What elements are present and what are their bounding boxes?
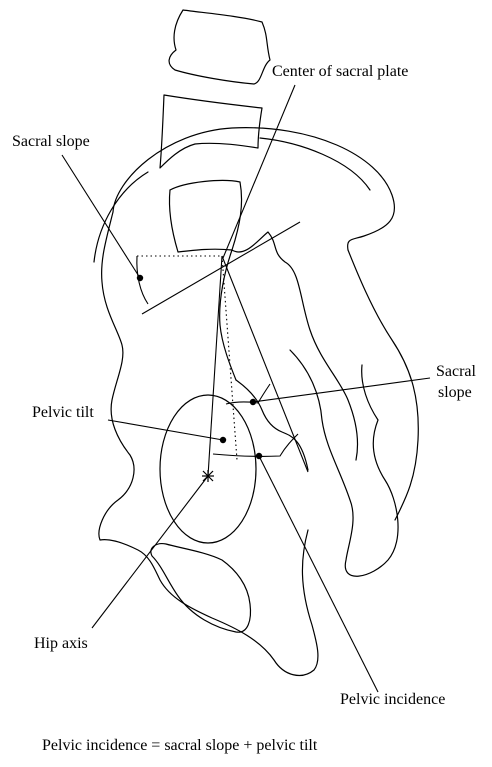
leader-sacral-slope-top xyxy=(62,155,140,278)
iliac-crest-inner-2 xyxy=(260,138,370,190)
sacrum-posterior xyxy=(232,232,358,460)
leader-center-sacral-plate xyxy=(223,85,295,258)
label-center-sacral-plate: Center of sacral plate xyxy=(272,63,408,80)
vertebra-upper xyxy=(169,10,270,84)
label-sacral-slope-right-2: slope xyxy=(438,384,472,401)
label-sacral-slope-right-1: Sacral xyxy=(436,363,477,380)
hip-to-sacral-line xyxy=(208,256,222,476)
vertebra-lower xyxy=(160,95,262,168)
label-hip-axis: Hip axis xyxy=(34,635,88,652)
sacrum-outline xyxy=(170,180,242,380)
leader-hip-axis xyxy=(92,476,208,628)
label-pelvic-incidence: Pelvic incidence xyxy=(340,691,445,708)
caption: Pelvic incidence = sacral slope + pelvic… xyxy=(42,737,318,754)
sacral-plate-perpendicular xyxy=(222,256,308,472)
sacrum-s1-body xyxy=(169,190,232,252)
leader-pelvic-tilt xyxy=(108,420,223,440)
leader-sacral-slope-right xyxy=(253,378,430,402)
label-sacral-slope-top: Sacral slope xyxy=(12,133,90,150)
pelvis-anterior-outline xyxy=(99,212,318,675)
iliac-wing-outline xyxy=(113,128,394,250)
label-pelvic-tilt: Pelvic tilt xyxy=(32,404,94,421)
pelvis-posterior-outline xyxy=(348,250,418,520)
